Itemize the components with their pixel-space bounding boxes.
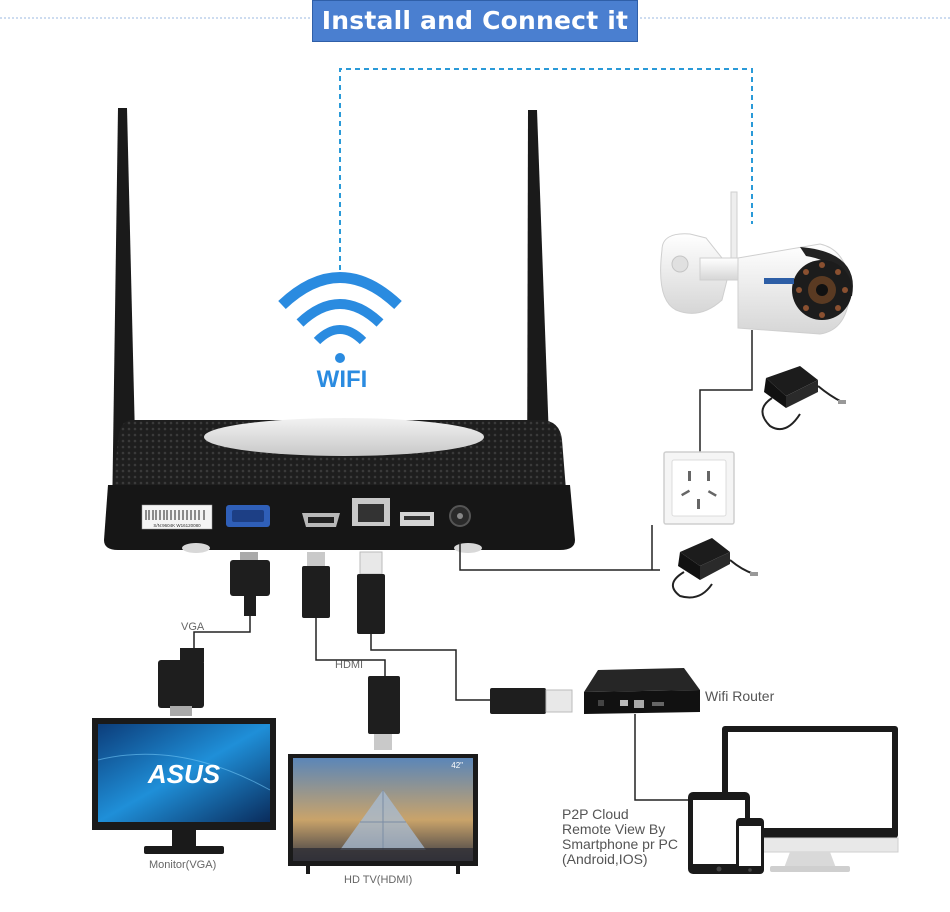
ip-camera (660, 191, 853, 335)
wifi-icon (278, 272, 402, 363)
camera-power-wire (699, 330, 753, 452)
serial-label: S/N:9604K W16120080 (153, 523, 201, 528)
nvr-power-wire (459, 542, 660, 571)
tv-size-label: 42" (451, 761, 463, 770)
p2p-line: (Android,IOS) (562, 851, 648, 867)
page-title: Install and Connect it (312, 0, 638, 42)
vga-cable (158, 552, 270, 716)
hdmi-label: HDMI (335, 659, 364, 671)
monitor-label: Monitor(VGA) (149, 859, 217, 871)
router-label: Wifi Router (705, 688, 775, 704)
p2p-line: Remote View By (562, 821, 666, 837)
smartphone (736, 818, 764, 874)
wifi-label: WIFI (316, 366, 368, 393)
lan-cable (357, 551, 573, 714)
hd-tv: 42" (288, 754, 478, 874)
monitor-brand-label: ASUS (147, 759, 221, 789)
nvr-recorder: S/N:9604K W16120080 (104, 418, 575, 553)
hdmi-cable (302, 552, 400, 750)
nvr-power-adapter (672, 538, 758, 599)
tv-label: HD TV(HDMI) (344, 874, 413, 886)
power-outlet (663, 451, 735, 525)
monitor-asus: ASUS (92, 718, 276, 854)
p2p-line: Smartphone pr PC (562, 836, 678, 852)
p2p-remote-view-text: P2P Cloud Remote View By Smartphone pr P… (562, 807, 678, 867)
vga-label: VGA (181, 621, 205, 633)
router-device-wire (634, 714, 688, 801)
p2p-line: P2P Cloud (562, 806, 629, 822)
wifi-router (584, 668, 700, 714)
wifi-link-dashed-line (339, 68, 753, 270)
camera-power-adapter (761, 366, 846, 430)
pc-monitor (721, 726, 899, 872)
